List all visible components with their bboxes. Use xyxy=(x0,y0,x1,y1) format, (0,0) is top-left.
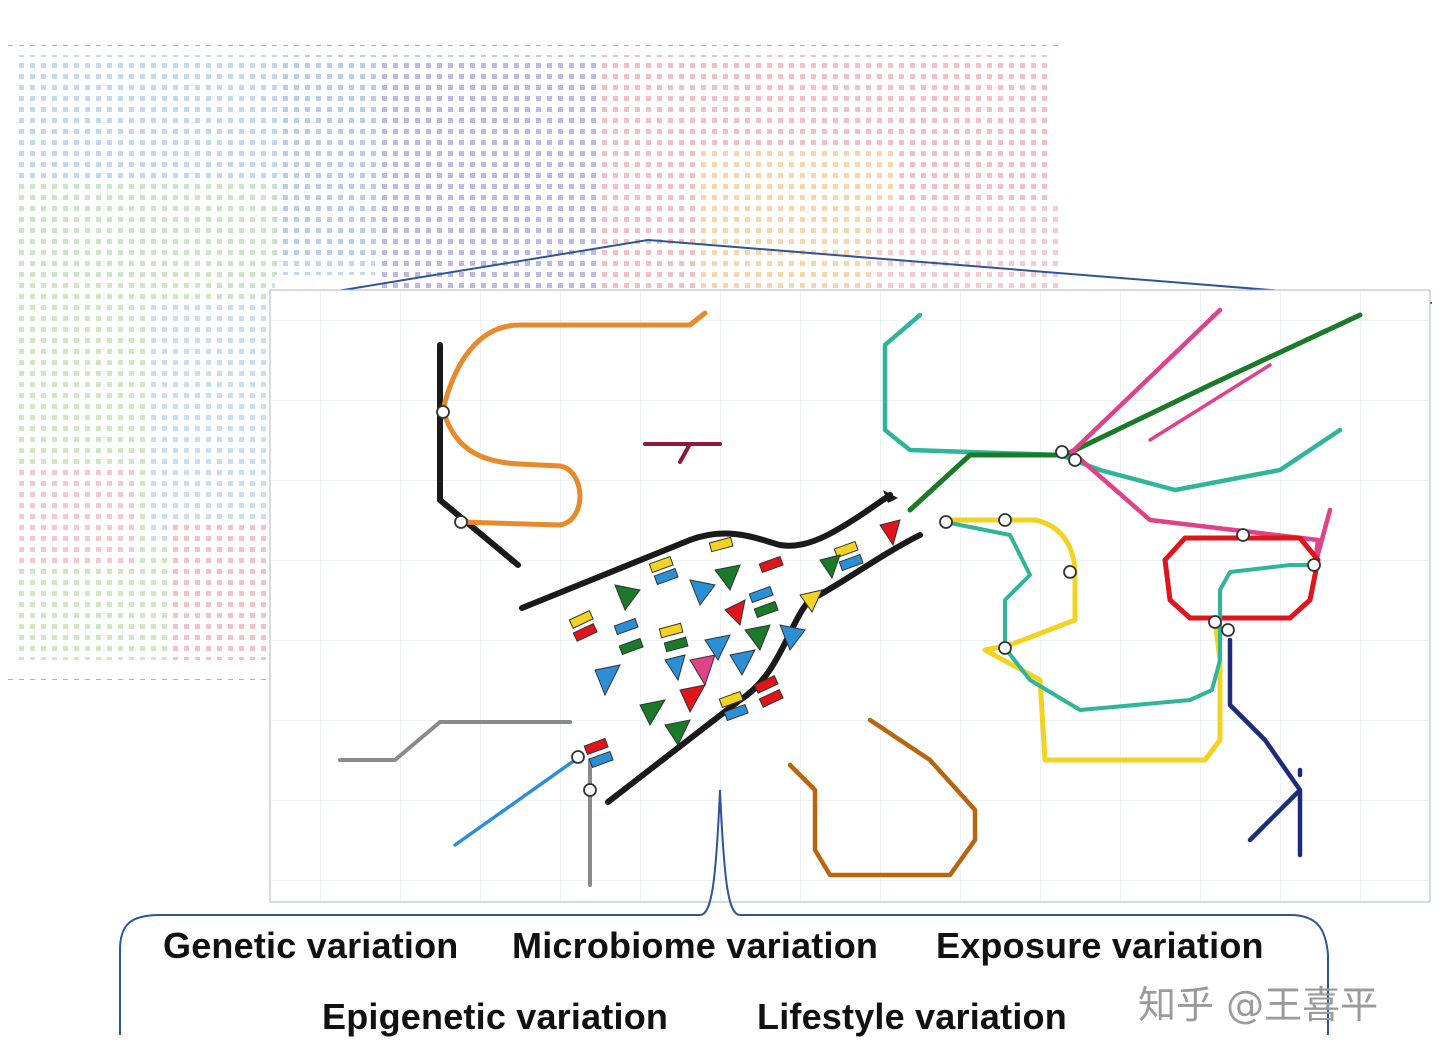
route-brown xyxy=(787,717,978,878)
watermark-text: 知乎 @王喜平 xyxy=(1138,983,1379,1027)
bottle-arrow-head xyxy=(883,490,898,503)
route-blue xyxy=(453,758,577,847)
label-genetic-variation: Genetic variation xyxy=(163,925,459,966)
molecule-glyphs xyxy=(568,519,901,769)
route-navy xyxy=(1227,637,1303,858)
label-lifestyle-variation: Lifestyle variation xyxy=(757,996,1067,1037)
route-maroon xyxy=(643,442,722,464)
route-pink-2 xyxy=(1148,363,1272,442)
zoomed-inset-panel xyxy=(269,289,1431,903)
route-black xyxy=(437,342,521,568)
station-nodes xyxy=(436,405,1321,797)
route-gray xyxy=(338,720,592,887)
route-orange xyxy=(440,310,708,528)
label-epigenetic-variation: Epigenetic variation xyxy=(322,996,669,1037)
route-red xyxy=(1162,535,1321,621)
pathway-routes xyxy=(338,307,1363,887)
route-teal-center xyxy=(943,520,1317,712)
label-microbiome-variation: Microbiome variation xyxy=(512,925,879,966)
bottom-bracket xyxy=(119,789,1329,1035)
bottle-outline-top xyxy=(519,492,893,611)
label-exposure-variation: Exposure variation xyxy=(936,925,1264,966)
molecule-bottle xyxy=(519,490,923,805)
